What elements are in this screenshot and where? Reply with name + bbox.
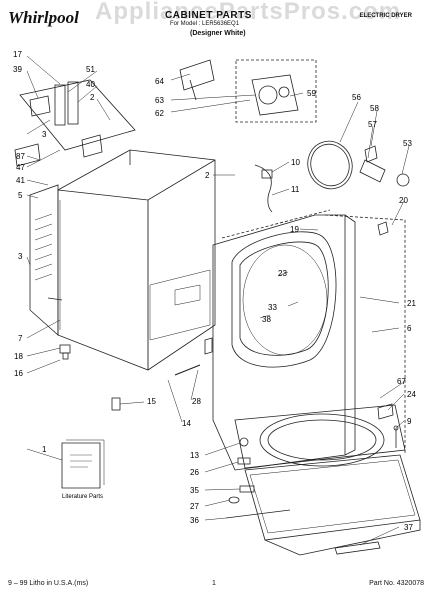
callout-56: 56 [352,93,361,102]
callout-15: 15 [147,397,156,406]
watermark: AppliancePartsPros.com [95,0,402,25]
back-panel [29,184,59,336]
literature-label: Literature Parts [62,494,103,500]
door-assembly [234,404,406,469]
callout-28: 28 [192,397,201,406]
callout-47: 47 [16,163,25,172]
callout-64: 64 [155,77,164,86]
callout-53: 53 [403,139,412,148]
toe-panel-assembly [244,454,421,556]
callout-7: 7 [18,334,23,343]
callout-58: 58 [370,104,379,113]
hinge-parts [225,437,291,519]
callout-16: 16 [14,369,23,378]
callout-14: 14 [182,419,191,428]
product-type: ELECTRIC DRYER [359,13,412,19]
callout-62: 62 [155,109,164,118]
bulkhead-outline [324,214,406,455]
leveling-legs [47,297,71,360]
callout-13: 13 [190,451,199,460]
callout-1: 1 [42,445,47,454]
callout-23: 23 [278,269,287,278]
callout-87: 87 [16,152,25,161]
callout-2-mid: 2 [205,171,210,180]
callout-24: 24 [407,390,416,399]
callout-35: 35 [190,486,199,495]
callout-26: 26 [190,468,199,477]
callout-51: 51 [86,65,95,74]
callout-19: 19 [290,225,299,234]
right-hinge-parts [377,403,399,448]
callout-40: 40 [86,80,95,89]
literature-book [61,439,105,489]
cabinet-body [57,149,216,371]
callout-11: 11 [291,185,300,194]
callout-27: 27 [190,502,199,511]
wire-harness [254,164,273,213]
callout-3-mid: 3 [18,252,23,261]
callout-63: 63 [155,96,164,105]
print-info: 9 – 99 Litho in U.S.A.(ms) [8,580,89,587]
callout-67: 67 [397,377,406,386]
callout-21: 21 [407,299,416,308]
callout-36: 36 [190,516,199,525]
whirlpool-logo: Whirlpool [8,8,79,27]
callout-18: 18 [14,352,23,361]
callout-5: 5 [18,191,23,200]
callout-2-top: 2 [90,93,95,102]
drive-belt [307,140,353,190]
callout-33: 33 [268,303,277,312]
callout-3-top: 3 [42,130,47,139]
front-panel [212,209,356,471]
callout-38: 38 [262,315,271,324]
part-number: Part No. 4320078 [369,580,424,587]
callout-59: 59 [307,89,316,98]
callout-10: 10 [291,158,300,167]
color-subtitle: (Designer White) [190,30,246,37]
header: AppliancePartsPros.com Whirlpool CABINET… [0,0,434,50]
control-panel-assembly [14,79,136,167]
callout-57: 57 [368,120,377,129]
page-title: CABINET PARTS [165,10,252,21]
page-number: 1 [212,580,216,587]
callout-20: 20 [399,196,408,205]
terminal-block-assembly [179,59,317,123]
callout-6: 6 [407,324,412,333]
callout-41: 41 [16,176,25,185]
leader-lines [26,55,410,546]
callout-9: 9 [407,417,412,426]
callout-37: 37 [404,523,413,532]
model-subtitle: For Model : LER5636EQ1 [170,21,240,27]
small-parts-right [359,145,410,236]
callout-17: 17 [13,50,22,59]
callout-39: 39 [13,65,22,74]
